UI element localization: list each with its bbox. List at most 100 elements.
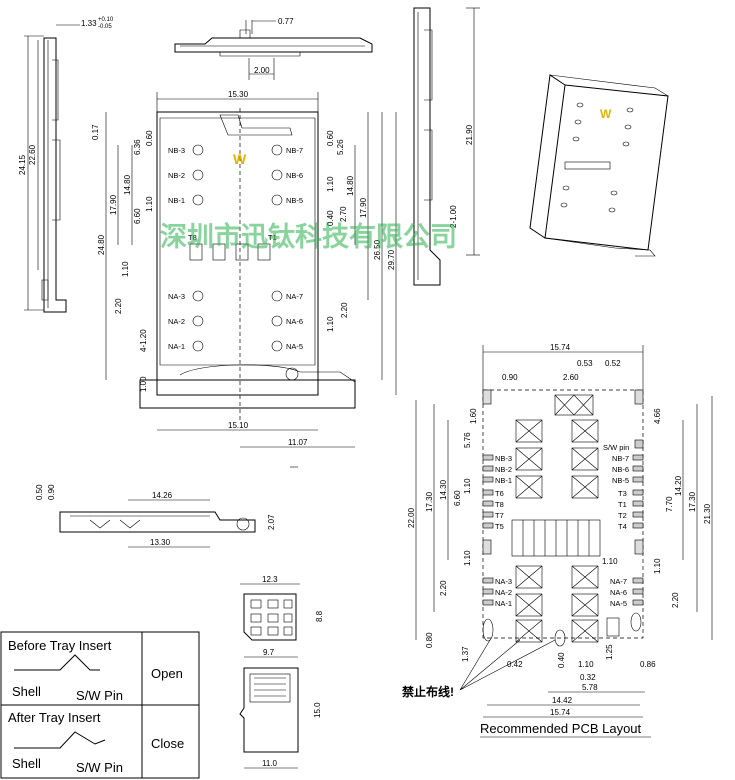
dim-0-90: 0.90 bbox=[47, 484, 56, 500]
pin-nb-2: NB-2 bbox=[168, 171, 185, 180]
dim-0-17: 0.17 bbox=[91, 124, 100, 140]
side-profile-left: 24.15 22.60 1.33 +0.10 -0.05 bbox=[18, 17, 114, 313]
pcb-dim-1-10-b: 1.10 bbox=[463, 550, 472, 566]
pin-nb-6: NB-6 bbox=[286, 171, 303, 180]
pcb-dim-2-20-left: 2.20 bbox=[439, 580, 448, 596]
pcb-dim-2-20-right: 2.20 bbox=[671, 592, 680, 608]
pcb-left-na-1: NA-1 bbox=[495, 599, 512, 608]
center-contacts: T8 T1 bbox=[188, 233, 277, 261]
pcb-left-nb-2: NB-2 bbox=[495, 465, 512, 474]
pin-na-3: NA-3 bbox=[168, 292, 185, 301]
nano-card-contacts bbox=[250, 599, 293, 636]
pcb-dim-0-40: 0.40 bbox=[557, 652, 566, 668]
dim-13-30: 13.30 bbox=[150, 538, 171, 547]
pcb-no-routing-note: 禁止布线! bbox=[402, 684, 454, 699]
pcb-layout-title: Recommended PCB Layout bbox=[480, 721, 642, 736]
pin-nb-7: NB-7 bbox=[286, 146, 303, 155]
dim-11-0: 11.0 bbox=[262, 759, 278, 768]
dim-1-10-a: 1.10 bbox=[145, 196, 154, 212]
dim-15-10: 15.10 bbox=[228, 421, 249, 430]
pcb-dim-15-74-top: 15.74 bbox=[550, 343, 571, 352]
pcb-dim-0-52: 0.52 bbox=[605, 359, 621, 368]
label-t1: T1 bbox=[268, 233, 277, 242]
pcb-dim-22-00: 22.00 bbox=[407, 507, 416, 528]
pin-na-7: NA-7 bbox=[286, 292, 303, 301]
pins-right-column: NB-7 NB-6 NB-5 NA-7 NA-6 NA-5 bbox=[271, 144, 303, 352]
dim-1-33: 1.33 bbox=[81, 19, 97, 28]
switch-table: Before Tray Insert Shell S/W Pin Open Af… bbox=[0, 631, 200, 779]
bottom-profile: 14.26 13.30 0.50 0.90 2.07 bbox=[35, 484, 276, 548]
pcb-dim-15-74-bot: 15.74 bbox=[550, 708, 571, 717]
pcb-dim-17-30-right: 17.30 bbox=[688, 491, 697, 512]
dim-2-20-left: 2.20 bbox=[114, 298, 123, 314]
dim-8-8: 8.8 bbox=[315, 610, 324, 622]
dim-24-80: 24.80 bbox=[97, 234, 106, 255]
dim-1-10-c: 1.10 bbox=[326, 176, 335, 192]
pcb-dim-7-70: 7.70 bbox=[665, 496, 674, 512]
pin-na-1: NA-1 bbox=[168, 342, 185, 351]
pcb-left-t6: T6 bbox=[495, 489, 504, 498]
dim-15-0: 15.0 bbox=[313, 702, 322, 718]
dim-6-60: 6.60 bbox=[133, 208, 142, 224]
dim-1-00: 1.00 bbox=[139, 376, 148, 392]
dim-2-20-right: 2.20 bbox=[340, 302, 349, 318]
pcb-right-nb-5: NB-5 bbox=[612, 476, 629, 485]
pcb-dim-0-32: 0.32 bbox=[580, 673, 596, 682]
pin-na-2: NA-2 bbox=[168, 317, 185, 326]
pcb-right-nb-6: NB-6 bbox=[612, 465, 629, 474]
dim-tol-minus: -0.05 bbox=[98, 24, 112, 30]
pcb-right-t2: T2 bbox=[618, 511, 627, 520]
pcb-dim-1-10-e: 1.10 bbox=[578, 660, 594, 669]
pcb-dim-0-80: 0.80 bbox=[425, 632, 434, 648]
pcb-dim-0-53: 0.53 bbox=[577, 359, 593, 368]
pcb-side-pads-left bbox=[482, 454, 494, 606]
dim-2-1-00: 2-1.00 bbox=[449, 205, 458, 228]
pcb-dim-0-42: 0.42 bbox=[507, 660, 523, 669]
dim-1-10-b: 1.10 bbox=[121, 261, 130, 277]
pcb-dim-21-30: 21.30 bbox=[703, 503, 712, 524]
dim-22-60: 22.60 bbox=[28, 144, 37, 165]
pcb-dim-0-90: 0.90 bbox=[502, 373, 518, 382]
logo-w-iso: W bbox=[600, 107, 612, 121]
pin-na-6: NA-6 bbox=[286, 317, 303, 326]
before-tray-label: Before Tray Insert bbox=[8, 638, 112, 653]
pcb-right-nb-7: NB-7 bbox=[612, 454, 629, 463]
dim-0-77: 0.77 bbox=[278, 17, 294, 26]
dim-12-3: 12.3 bbox=[262, 575, 278, 584]
dim-2-70: 2.70 bbox=[339, 206, 348, 222]
pcb-dim-1-10-a: 1.10 bbox=[463, 478, 472, 494]
pin-nb-3: NB-3 bbox=[168, 146, 185, 155]
dim-0-60-left: 0.60 bbox=[145, 130, 154, 146]
pcb-right-na-5: NA-5 bbox=[610, 599, 627, 608]
before-switch-shape bbox=[14, 654, 100, 671]
dim-4-1-20: 4-1.20 bbox=[139, 329, 148, 352]
pcb-dim-5-78: 5.78 bbox=[582, 683, 598, 692]
pcb-dim-0-86: 0.86 bbox=[640, 660, 656, 669]
pcb-right-t4: T4 bbox=[618, 522, 627, 531]
after-swpin-label: S/W Pin bbox=[76, 760, 123, 775]
pcb-swpin: S/W pin bbox=[603, 443, 629, 452]
dim-tol-plus: +0.10 bbox=[98, 17, 114, 23]
dim-0-50: 0.50 bbox=[35, 484, 44, 500]
pcb-right-t3: T3 bbox=[618, 489, 627, 498]
micro-card-outline: 9.7 15.0 11.0 bbox=[239, 648, 322, 769]
after-shell-label: Shell bbox=[12, 756, 41, 771]
dim-26-50: 26.50 bbox=[373, 239, 382, 260]
pin-nb-5: NB-5 bbox=[286, 196, 303, 205]
dim-14-80-right: 14.80 bbox=[346, 175, 355, 196]
after-tray-label: After Tray Insert bbox=[8, 710, 101, 725]
label-t8: T8 bbox=[188, 233, 197, 242]
dim-0-60-right: 0.60 bbox=[326, 130, 335, 146]
before-shell-label: Shell bbox=[12, 684, 41, 699]
dim-21-90: 21.90 bbox=[465, 124, 474, 145]
pcb-dim-2-60: 2.60 bbox=[563, 373, 579, 382]
pins-left-column: NB-3 NB-2 NB-1 NA-3 NA-2 NA-1 bbox=[168, 144, 204, 352]
main-plan-view: 15.30 W NB-3 NB-2 NB-1 NA-3 NA-2 NA-1 NB… bbox=[91, 90, 397, 468]
state-close: Close bbox=[151, 736, 184, 751]
side-profile-right: 21.90 2-1.00 bbox=[413, 7, 480, 286]
pcb-dim-1-10-c: 1.10 bbox=[602, 557, 618, 566]
watermark-text: 深圳市迅钛科技有限公司 bbox=[160, 221, 457, 253]
dim-9-7: 9.7 bbox=[263, 648, 275, 657]
pcb-dim-1-60: 1.60 bbox=[469, 408, 478, 424]
pcb-left-t5: T5 bbox=[495, 522, 504, 531]
